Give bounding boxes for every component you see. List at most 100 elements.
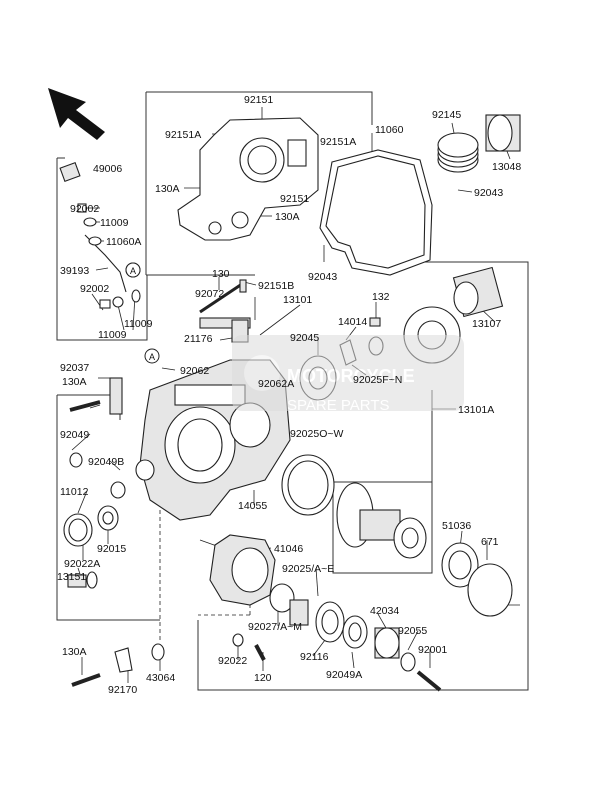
label-92001: 92001 bbox=[418, 644, 447, 656]
bolt-132 bbox=[369, 317, 381, 327]
label-92062A: 92062A bbox=[258, 378, 294, 390]
label-92037: 92037 bbox=[60, 362, 89, 374]
svg-text:MOTORCYCLE: MOTORCYCLE bbox=[287, 366, 415, 386]
shaft-13107 bbox=[452, 266, 504, 318]
label-92043: 92043 bbox=[474, 187, 503, 199]
bolt-130A-d bbox=[71, 673, 101, 687]
label-13151: 13151 bbox=[57, 571, 86, 583]
label-92045: 92045 bbox=[290, 332, 319, 344]
label-130A: 130A bbox=[62, 376, 87, 388]
bolt-part-49006 bbox=[59, 161, 81, 183]
label-92151: 92151 bbox=[280, 193, 309, 205]
bolt-120 bbox=[254, 644, 266, 661]
label-14014: 14014 bbox=[338, 316, 367, 328]
label-13048: 13048 bbox=[492, 161, 521, 173]
shim-92025A bbox=[269, 583, 295, 613]
label-11009: 11009 bbox=[100, 217, 129, 229]
label-51036: 51036 bbox=[442, 520, 471, 532]
label-41046: 41046 bbox=[274, 543, 303, 555]
seal-51036 bbox=[441, 542, 479, 588]
label-132: 132 bbox=[372, 291, 390, 303]
rod-92072 bbox=[199, 282, 243, 314]
ref-marker-a-top: A bbox=[125, 262, 141, 278]
label-92145: 92145 bbox=[432, 109, 461, 121]
label-92072: 92072 bbox=[195, 288, 224, 300]
label-13101A: 13101A bbox=[458, 404, 494, 416]
label-671: 671 bbox=[481, 536, 499, 548]
label-13107: 13107 bbox=[472, 318, 501, 330]
gear-42034 bbox=[374, 627, 400, 659]
label-92049A: 92049A bbox=[326, 669, 362, 681]
label-92043: 92043 bbox=[308, 271, 337, 283]
label-130A: 130A bbox=[155, 183, 180, 195]
svg-text:A: A bbox=[149, 352, 155, 362]
label-92062: 92062 bbox=[180, 365, 209, 377]
part-labels: 92151 92151A 92151A 11060 92145 13048 49… bbox=[57, 94, 521, 696]
oring-92055 bbox=[400, 652, 416, 672]
bolt-92001 bbox=[416, 670, 442, 692]
label-92170: 92170 bbox=[108, 684, 137, 696]
plug-13151 bbox=[67, 571, 98, 589]
label-92022: 92022 bbox=[218, 655, 247, 667]
label-14055: 14055 bbox=[238, 500, 267, 512]
label-92015: 92015 bbox=[97, 543, 126, 555]
svg-text:SPARE PARTS: SPARE PARTS bbox=[287, 397, 390, 414]
label-92002: 92002 bbox=[70, 203, 99, 215]
label-130: 130 bbox=[212, 268, 230, 280]
small-parts-left bbox=[77, 203, 141, 309]
gear-assembly-center bbox=[336, 482, 427, 559]
gasket-11060 bbox=[319, 149, 433, 276]
label-21176: 21176 bbox=[184, 333, 213, 345]
label-92025-A-E: 92025/A~E bbox=[282, 563, 334, 575]
case-41046 bbox=[209, 534, 276, 606]
spring-92145 bbox=[437, 132, 479, 173]
oring-671 bbox=[467, 563, 513, 617]
label-92025F-N: 92025F~N bbox=[353, 374, 402, 386]
label-92151B: 92151B bbox=[258, 280, 294, 292]
front-direction-arrow-icon bbox=[48, 88, 105, 140]
label-92025O-W: 92025O~W bbox=[290, 428, 343, 440]
label-92049B: 92049B bbox=[88, 456, 124, 468]
shaft-21176 bbox=[199, 317, 251, 343]
label-120: 120 bbox=[254, 672, 272, 684]
washer-92049 bbox=[69, 452, 83, 468]
label-11060A: 11060A bbox=[106, 236, 141, 248]
grommet-43064 bbox=[151, 643, 165, 661]
label-39193: 39193 bbox=[60, 265, 89, 277]
collar-11012 bbox=[63, 513, 93, 547]
washer-92022 bbox=[232, 633, 244, 647]
label-92151A: 92151A bbox=[165, 129, 201, 141]
label-11012: 11012 bbox=[60, 486, 89, 498]
clamp-92170 bbox=[114, 647, 133, 673]
bolt-130A-a bbox=[69, 400, 101, 412]
label-49006: 49006 bbox=[93, 163, 122, 175]
label-11009: 11009 bbox=[98, 329, 127, 341]
label-11009: 11009 bbox=[124, 318, 153, 330]
label-43064: 43064 bbox=[146, 672, 175, 684]
label-92027-A-M: 92027/A~M bbox=[248, 621, 302, 633]
label-92055: 92055 bbox=[398, 625, 427, 637]
label-92151: 92151 bbox=[244, 94, 273, 106]
bearing-92116 bbox=[315, 601, 345, 643]
cover-14055 bbox=[281, 454, 335, 516]
bolt-92151B bbox=[239, 279, 247, 293]
cover-gasket-92151 bbox=[177, 117, 319, 241]
watermark: MOTORCYCLE SPARE PARTS bbox=[232, 335, 464, 414]
label-92002: 92002 bbox=[80, 283, 109, 295]
svg-text:A: A bbox=[130, 266, 136, 276]
label-92022A: 92022A bbox=[64, 558, 100, 570]
spacer-92027 bbox=[289, 599, 309, 626]
ref-marker-a-bottom: A bbox=[144, 348, 160, 364]
label-13101: 13101 bbox=[283, 294, 312, 306]
gear-13048 bbox=[485, 114, 521, 152]
label-92049: 92049 bbox=[60, 429, 89, 441]
washer-92049B-b bbox=[110, 481, 126, 499]
shim-92049A bbox=[342, 615, 368, 649]
label-130A: 130A bbox=[275, 211, 300, 223]
label-130A: 130A bbox=[62, 646, 87, 658]
label-11060: 11060 bbox=[375, 124, 404, 136]
label-92151A: 92151A bbox=[320, 136, 356, 148]
label-42034: 42034 bbox=[370, 605, 399, 617]
